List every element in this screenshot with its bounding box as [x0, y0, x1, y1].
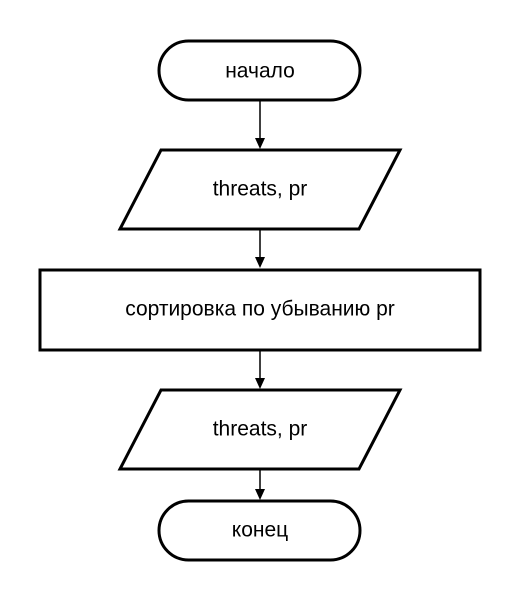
process-node: сортировка по убыванию pr	[38, 268, 482, 352]
output-io-shape	[117, 388, 403, 471]
edge-process-to-output	[255, 351, 265, 389]
edge-output-to-end	[255, 470, 265, 500]
end-terminator-shape	[157, 499, 362, 562]
process-shape	[38, 268, 482, 352]
input-io-shape	[117, 148, 403, 231]
process-label: сортировка по убыванию pr	[125, 298, 395, 321]
start-terminator-shape	[157, 39, 362, 102]
output-label: threats, pr	[213, 418, 308, 441]
start-node: начало	[157, 39, 362, 102]
edge-start-to-input	[255, 101, 265, 149]
input-node: threats, pr	[117, 148, 403, 231]
end-node: конец	[157, 499, 362, 562]
input-label: threats, pr	[213, 178, 308, 201]
end-label: конец	[232, 519, 288, 542]
edge-input-to-process	[255, 230, 265, 268]
start-label: начало	[225, 60, 295, 83]
output-node: threats, pr	[117, 388, 403, 471]
flowchart-edges	[255, 101, 265, 500]
